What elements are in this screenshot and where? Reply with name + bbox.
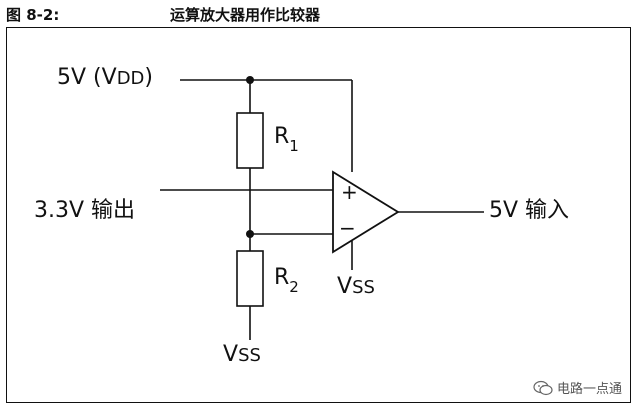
- figure-label: 图 8-2:: [6, 6, 60, 24]
- figure-caption: 运算放大器用作比较器: [170, 6, 321, 24]
- watermark: 电路一点通: [533, 378, 622, 397]
- figure-title: 图 8-2: 运算放大器用作比较器: [6, 2, 634, 28]
- vdd-label: 5V (VDD): [57, 65, 154, 90]
- junction-dot-vdd: [246, 76, 254, 84]
- opamp-symbol: [332, 170, 400, 254]
- wechat-icon: [533, 380, 553, 395]
- input-label: 3.3V 输出: [34, 198, 136, 223]
- opamp-minus-sign: −: [339, 216, 356, 240]
- r2-label: R2: [274, 265, 299, 296]
- opamp-plus-sign: +: [341, 180, 358, 204]
- watermark-text: 电路一点通: [556, 382, 622, 397]
- resistor-r2: [236, 250, 264, 307]
- junction-dot-divider: [246, 230, 254, 238]
- diagram-frame: [6, 27, 631, 403]
- resistor-r1: [236, 112, 264, 169]
- bottom-vss-label: VSS: [223, 342, 261, 367]
- r1-label: R1: [274, 124, 299, 155]
- output-label: 5V 输入: [489, 198, 570, 223]
- opamp-vss-label: VSS: [337, 274, 375, 299]
